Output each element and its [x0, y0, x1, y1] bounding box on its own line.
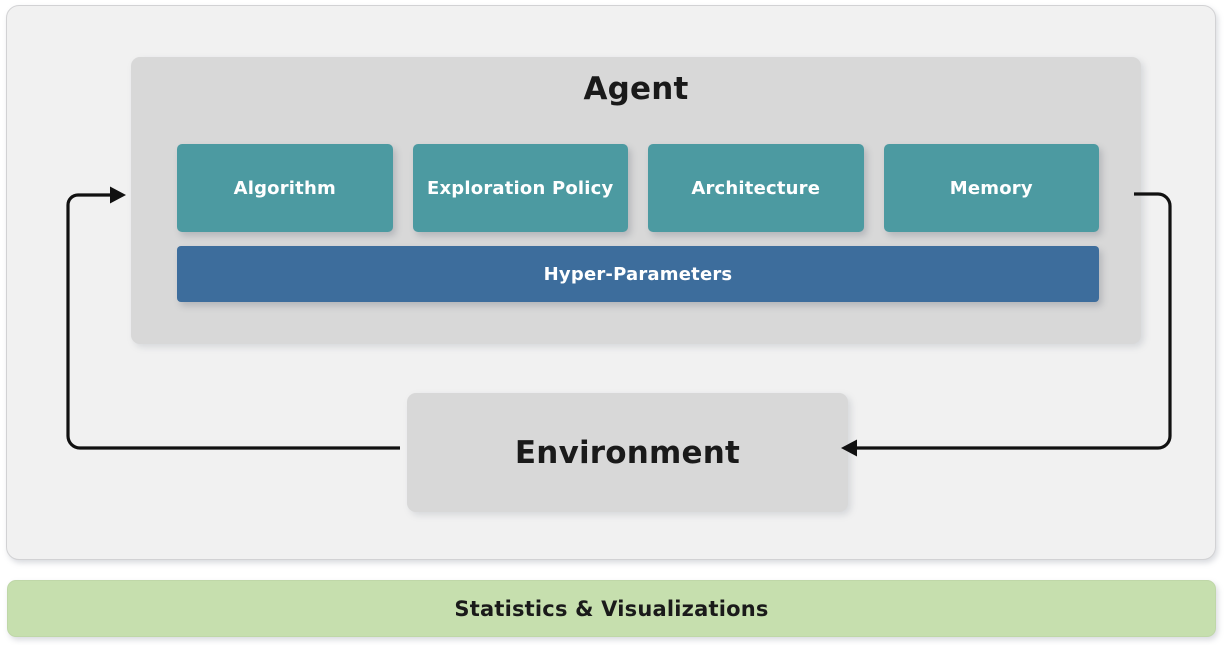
agent-panel[interactable]: Agent Algorithm Exploration Policy Archi…: [131, 57, 1141, 344]
environment-panel[interactable]: Environment: [407, 393, 848, 512]
agent-title: Agent: [583, 71, 689, 107]
agent-component-label: Memory: [949, 177, 1033, 199]
hyper-parameters-label: Hyper-Parameters: [543, 263, 733, 285]
agent-component-exploration-policy[interactable]: Exploration Policy: [412, 144, 628, 232]
agent-component-algorithm[interactable]: Algorithm: [177, 144, 393, 232]
agent-component-label: Algorithm: [233, 177, 336, 199]
agent-component-architecture[interactable]: Architecture: [648, 144, 864, 232]
agent-component-label: Architecture: [691, 177, 821, 199]
agent-components-row: Algorithm Exploration Policy Architectur…: [177, 144, 1099, 232]
statistics-visualizations-bar[interactable]: Statistics & Visualizations: [7, 580, 1216, 637]
hyper-parameters-bar[interactable]: Hyper-Parameters: [177, 246, 1099, 302]
statistics-visualizations-label: Statistics & Visualizations: [454, 596, 769, 621]
agent-component-memory[interactable]: Memory: [883, 144, 1099, 232]
agent-component-label: Exploration Policy: [427, 177, 614, 199]
environment-label: Environment: [514, 434, 741, 471]
framework-panel: Agent Algorithm Exploration Policy Archi…: [6, 5, 1216, 560]
